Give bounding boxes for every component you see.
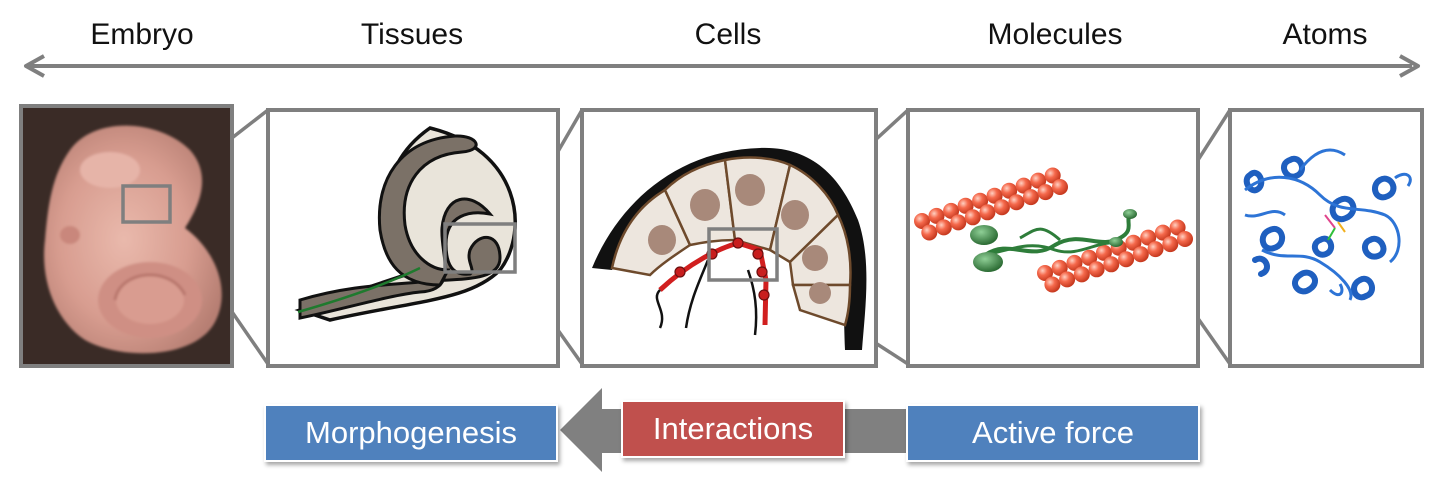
cells-panel	[580, 108, 878, 368]
actin-bead	[1052, 179, 1068, 195]
actin-bead	[964, 209, 981, 226]
actin-bead	[935, 219, 952, 236]
actin-bead	[986, 187, 1003, 204]
actin-bead	[1008, 194, 1025, 211]
actin-bead	[1081, 249, 1098, 266]
actin-bead	[1030, 172, 1047, 189]
ligand	[1324, 214, 1346, 241]
interactions-label: Interactions	[652, 411, 814, 446]
zoom-box-tissues	[443, 222, 517, 274]
actin-bead	[1044, 276, 1061, 293]
actin-filament-upper	[914, 167, 1068, 241]
scale-label-cells: Cells	[694, 18, 762, 51]
actin-bead	[1015, 177, 1032, 194]
interactions-box: Interactions	[621, 400, 845, 458]
scale-label-tissues: Tissues	[360, 18, 464, 51]
actin-bead	[1147, 241, 1164, 258]
actin-bead	[1095, 244, 1112, 261]
actin-bead	[1037, 265, 1053, 281]
morphogenesis-label: Morphogenesis	[305, 415, 517, 450]
actin-bead	[1066, 254, 1083, 271]
actin-bead	[1154, 224, 1171, 241]
actin-bead	[1140, 229, 1157, 246]
actin-bead	[1118, 251, 1135, 268]
actin-bead	[957, 197, 974, 214]
actin-bead	[1169, 219, 1186, 236]
scale-label-atoms: Atoms	[1282, 18, 1368, 51]
actin-bead	[928, 207, 945, 224]
scale-arrow	[24, 54, 1420, 78]
actin-bead	[1051, 259, 1068, 276]
scale-label-embryo: Embryo	[90, 18, 194, 51]
embryo-panel	[19, 104, 234, 368]
actin-bead	[1037, 184, 1054, 201]
embryo-image	[44, 125, 222, 354]
actin-bead	[1022, 189, 1039, 206]
actin-bead	[979, 204, 996, 221]
myosin-motor	[970, 209, 1137, 272]
actin-bead	[1162, 236, 1179, 253]
actin-bead	[943, 202, 960, 219]
actin-bead	[993, 199, 1010, 216]
actin-bead	[914, 213, 930, 229]
atoms-panel	[1228, 108, 1424, 368]
actin-bead	[1177, 231, 1193, 247]
junction-dots	[674, 237, 770, 301]
protein-ribbon	[1243, 155, 1397, 301]
active-force-box: Active force	[906, 404, 1200, 462]
actin-bead	[972, 192, 989, 209]
nuclei	[648, 174, 831, 304]
active-force-label: Active force	[972, 415, 1134, 450]
actin-bead	[1088, 261, 1105, 278]
actin-bead	[1001, 182, 1018, 199]
morphogenesis-box: Morphogenesis	[264, 404, 558, 462]
actin-bead	[950, 214, 967, 231]
actin-bead	[1103, 256, 1120, 273]
actin-bead	[1059, 271, 1076, 288]
actin-bead	[1125, 234, 1142, 251]
actin-bead	[1132, 246, 1149, 263]
molecules-panel	[906, 108, 1200, 368]
actin-bead	[1044, 167, 1061, 184]
actin-bead	[921, 224, 938, 241]
tissues-panel	[266, 108, 560, 368]
actin-bead	[1073, 266, 1090, 283]
actin-filament-lower	[1037, 219, 1193, 293]
zoom-box-embryo	[121, 184, 172, 224]
scale-label-molecules: Molecules	[987, 18, 1123, 51]
zoom-box-cells	[707, 227, 779, 282]
